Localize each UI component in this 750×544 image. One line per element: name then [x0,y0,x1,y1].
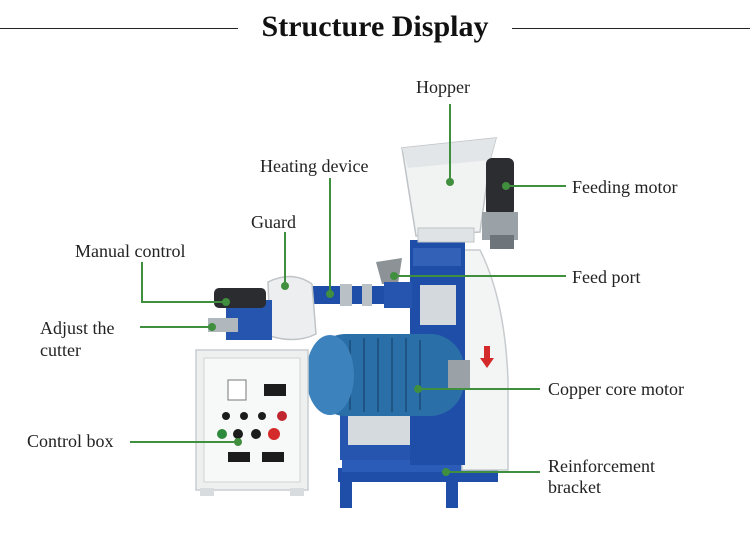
control-button-black-1 [233,429,243,439]
label-control-box: Control box [27,431,114,451]
control-display-2 [264,384,286,396]
motor-end-cap [306,335,354,415]
control-display-1 [227,379,247,401]
heating-ring-1 [340,284,352,306]
label-feeding-motor: Feeding motor [572,177,678,197]
label-reinforcement-line2: bracket [548,477,601,497]
feeding-motor-shape [486,158,514,216]
title-rule-left [0,28,238,29]
manual-control-motor [214,288,266,308]
guard-shape [267,275,317,341]
title-rule-right [512,28,750,29]
dot-manual [222,298,230,306]
base-leg-right [446,480,458,508]
leader-manual [141,262,226,303]
dot-guard [281,282,289,290]
base-leg-left [340,480,352,508]
dot-feed-port [390,272,398,280]
heating-ring-2 [362,284,372,306]
dot-adjust [208,323,216,331]
label-reinforcement-line1: Reinforcement [548,456,655,476]
dot-hopper [446,178,454,186]
control-button-green [217,429,227,439]
label-hopper: Hopper [416,77,470,97]
control-knob-3 [258,412,266,420]
control-knob-1 [222,412,230,420]
column-window [420,285,456,325]
dot-copper [414,385,422,393]
page-title: Structure Display [261,10,489,43]
label-guard: Guard [251,212,296,232]
control-button-black-2 [251,429,261,439]
dot-heating [326,290,334,298]
control-button-red [268,428,280,440]
label-adjust-cutter-line1: Adjust the [40,318,115,338]
control-light-red [277,411,287,421]
label-adjust-cutter-line2: cutter [40,340,81,360]
dot-control-box [234,438,242,446]
label-copper-core-motor: Copper core motor [548,379,684,399]
barrel [298,286,410,304]
column-plate [413,248,461,266]
dot-feeding-motor [502,182,510,190]
control-knob-2 [240,412,248,420]
label-manual-control: Manual control [75,241,186,261]
label-feed-port: Feed port [572,267,641,287]
rotation-arrow [480,346,494,368]
dot-reinforcement [442,468,450,476]
hopper-neck [417,227,475,243]
feed-port-shape [376,258,402,284]
label-heating-device: Heating device [260,156,369,176]
